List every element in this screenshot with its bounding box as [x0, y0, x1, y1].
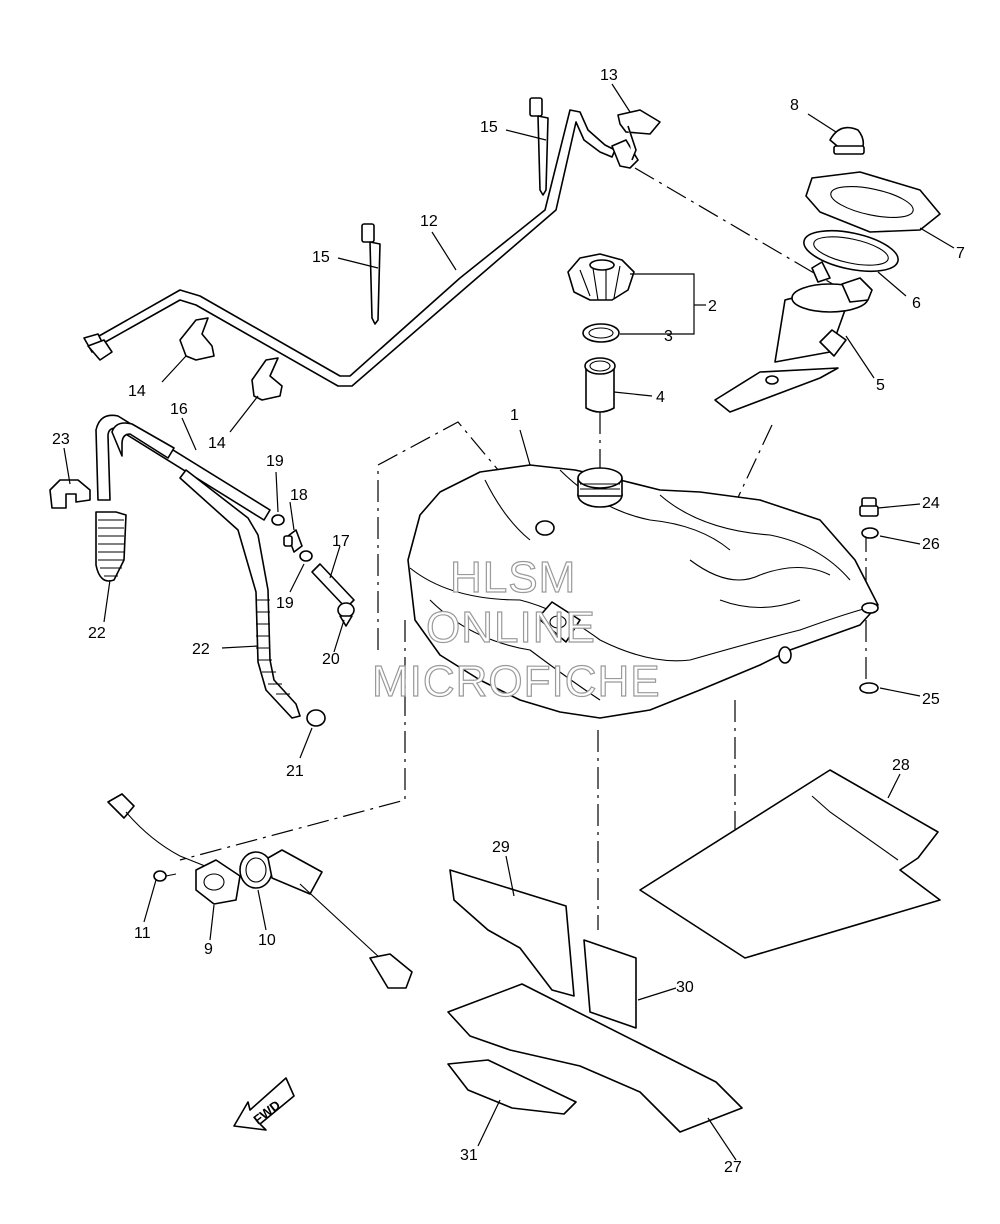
- callout-8: 8: [790, 97, 799, 114]
- pad-29: [449, 869, 575, 997]
- callout-4: 4: [656, 389, 665, 406]
- hose-joint-clip: [617, 109, 661, 161]
- callout-19a: 19: [266, 453, 284, 470]
- callout-6: 6: [912, 295, 921, 312]
- callout-10: 10: [258, 932, 276, 949]
- callout-29: 29: [492, 839, 510, 856]
- fuel-tank: [407, 464, 879, 719]
- pad-28: [639, 769, 941, 959]
- callout-13: 13: [600, 67, 618, 84]
- fuel-pump: [714, 261, 873, 413]
- callout-numbers: 1 2 3 4 5 6 7 8 9 10 11 12 13 14 14 15 1…: [52, 67, 965, 1176]
- hose-clip-23: [49, 479, 91, 509]
- pump-retainer-plate: [805, 171, 941, 233]
- sender-screw: [153, 870, 177, 882]
- callout-14b: 14: [208, 435, 226, 452]
- sender-gasket: [239, 851, 273, 889]
- joint-pipe-18: [283, 529, 303, 553]
- fuel-strainer: [584, 357, 616, 413]
- callout-7: 7: [956, 245, 965, 262]
- callout-26: 26: [922, 536, 940, 553]
- callout-9: 9: [204, 941, 213, 958]
- hose-clip-19-upper: [271, 514, 285, 526]
- pad-31: [447, 1059, 577, 1115]
- fuel-cap: [567, 253, 635, 301]
- callout-23: 23: [52, 431, 70, 448]
- washer-25: [859, 682, 879, 694]
- hose-clip-19-lower: [299, 550, 313, 562]
- callout-15b: 15: [312, 249, 330, 266]
- pump-cap: [829, 126, 865, 155]
- callout-30: 30: [676, 979, 694, 996]
- callout-24: 24: [922, 495, 940, 512]
- valve-20: [337, 602, 355, 627]
- callout-21: 21: [286, 763, 304, 780]
- hose-clamp-left: [179, 317, 215, 361]
- callout-2: 2: [708, 298, 717, 315]
- callout-19b: 19: [276, 595, 294, 612]
- pump-gasket: [803, 229, 899, 273]
- callout-31: 31: [460, 1147, 478, 1164]
- callout-11: 11: [134, 925, 151, 942]
- callout-28: 28: [892, 757, 910, 774]
- callout-25: 25: [922, 691, 940, 708]
- callout-22b: 22: [192, 641, 210, 658]
- cable-tie-right: [529, 97, 549, 196]
- watermark-line-3: MICROFICHE: [372, 657, 661, 706]
- washer-26: [861, 527, 879, 539]
- callout-3: 3: [664, 328, 673, 345]
- callout-5: 5: [876, 377, 885, 394]
- hose-clamp-right: [251, 357, 283, 401]
- hose-17: [311, 563, 355, 609]
- breather-hose-22-right: [179, 469, 301, 719]
- cap-gasket: [582, 323, 620, 343]
- callout-17: 17: [332, 533, 350, 550]
- watermark-line-2: ONLINE: [426, 603, 596, 652]
- bolt-24: [859, 497, 879, 517]
- callout-27: 27: [724, 1159, 742, 1176]
- fuel-sender-unit: [107, 793, 241, 905]
- watermark-line-1: HLSM: [450, 553, 576, 602]
- pad-30: [583, 939, 637, 1029]
- callout-16: 16: [170, 401, 188, 418]
- callout-15a: 15: [480, 119, 498, 136]
- callout-22a: 22: [88, 625, 106, 642]
- callout-12: 12: [420, 213, 438, 230]
- callout-20: 20: [322, 651, 340, 668]
- breather-hose-16: [95, 414, 271, 521]
- callout-18: 18: [290, 487, 308, 504]
- sender-float-arm: [267, 849, 413, 989]
- breather-hose-22-left: [95, 511, 127, 582]
- clip-21: [306, 709, 326, 727]
- callout-1: 1: [510, 407, 519, 424]
- pad-27: [447, 983, 743, 1133]
- callout-14a: 14: [128, 383, 146, 400]
- cable-tie-left: [361, 223, 381, 325]
- leader-lines: [63, 83, 955, 1161]
- fuel-hose: [83, 109, 639, 387]
- forward-arrow: FWD: [233, 1077, 295, 1131]
- watermark: HLSM ONLINE MICROFICHE: [371, 552, 661, 706]
